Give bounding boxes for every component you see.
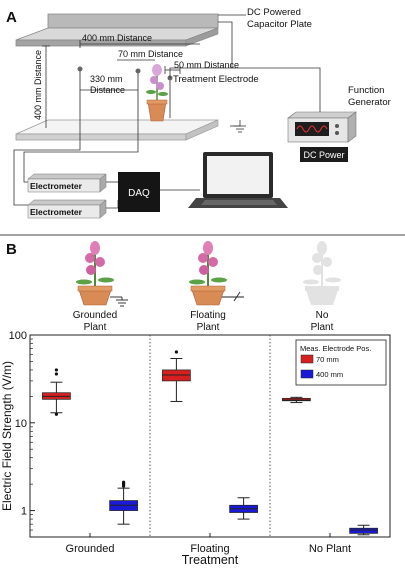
condition-label-none-line1: No: [316, 310, 329, 321]
x-axis-label: Treatment: [182, 553, 239, 567]
outlier-point: [54, 412, 59, 416]
box-body: [349, 527, 378, 534]
treatment-electrode-label: Treatment Electrode: [173, 74, 259, 85]
laptop-icon: [188, 152, 288, 208]
outlier-point: [54, 372, 59, 376]
outlier-point: [122, 480, 126, 484]
y-tick-label: 1: [21, 506, 27, 518]
box-400mm-grounded: [109, 480, 138, 525]
outlier-point: [54, 368, 59, 372]
panel-a-letter: A: [6, 9, 17, 26]
y-tick-label: 10: [15, 418, 27, 430]
box-70mm-noplant: [282, 396, 311, 404]
dc-power-label: DC Power: [303, 150, 344, 160]
box-400mm-floating: [229, 497, 258, 520]
dist-70: 70 mm Distance: [118, 49, 183, 59]
plant-icon-grounded: [76, 241, 114, 306]
daq-box: [118, 172, 160, 212]
capacitor-plate-top: [15, 13, 219, 47]
condition-label-grounded-line2: Plant: [84, 322, 107, 333]
electrometer-1: [27, 173, 107, 193]
capacitor-label-line2: Capacitor Plate: [247, 19, 312, 30]
condition-label-floating-line1: Floating: [190, 310, 226, 321]
dist-330-line2: Distance: [90, 85, 125, 95]
function-generator: [287, 111, 357, 143]
electrometer-1-label: Electrometer: [30, 181, 83, 191]
box-plot: 1 10 100 Electric Field Strength (V/m) Tre…: [0, 330, 391, 567]
condition-label-floating-line2: Plant: [197, 322, 220, 333]
box-70mm-grounded: [42, 368, 71, 416]
electrometer-2: [27, 199, 107, 219]
capacitor-label-line1: DC Powered: [247, 7, 301, 18]
box-70mm-floating: [162, 350, 191, 402]
dist-50: 50 mm Distance: [174, 60, 239, 70]
x-tick-label: Floating: [190, 543, 229, 555]
capacitor-plate-bottom: [15, 119, 219, 141]
open-switch-icon: [222, 291, 244, 302]
daq-label: DAQ: [128, 188, 150, 199]
x-tick-label: Grounded: [66, 543, 115, 555]
legend-label-400mm: 400 mm: [316, 370, 343, 379]
legend-swatch-70mm: [300, 354, 314, 364]
condition-label-none-line2: Plant: [311, 322, 334, 333]
plant-small: [146, 64, 168, 122]
panel-b-letter: B: [6, 241, 17, 258]
legend-label-70mm: 70 mm: [316, 355, 339, 364]
outlier-point: [174, 350, 178, 354]
ground-icon: [230, 120, 246, 133]
plant-icon-floating: [189, 241, 227, 306]
ground-icon: [110, 296, 128, 307]
legend: Meas. Electrode Pos. 70 mm 400 mm: [295, 339, 387, 386]
dc-power-box: DC Power: [300, 147, 348, 162]
dist-330-line1: 330 mm: [90, 74, 123, 84]
measurement-electrodes: [77, 66, 173, 128]
box-400mm-noplant: [349, 524, 378, 536]
dist-400-horizontal: 400 mm Distance: [82, 33, 152, 43]
function-generator-label-line1: Function: [348, 85, 384, 96]
legend-title: Meas. Electrode Pos.: [300, 344, 371, 353]
electrometer-2-label: Electrometer: [30, 207, 83, 217]
legend-swatch-400mm: [300, 369, 314, 379]
condition-label-grounded-line1: Grounded: [73, 310, 117, 321]
dist-400-vertical: 400 mm Distance: [33, 50, 43, 120]
plant-icon-none: [303, 241, 341, 305]
y-tick-label: 100: [9, 330, 27, 342]
y-axis-label: Electric Field Strength (V/m): [0, 361, 14, 511]
function-generator-label-line2: Generator: [348, 97, 391, 108]
x-tick-label: No Plant: [309, 543, 351, 555]
wiring: [13, 21, 321, 209]
